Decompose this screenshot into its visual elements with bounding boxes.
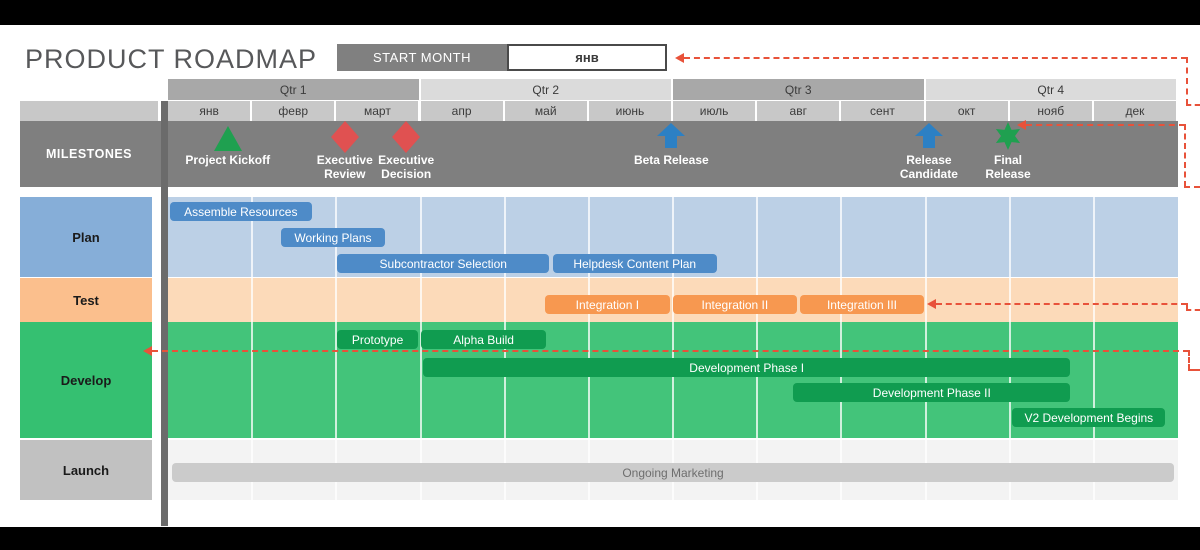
task-bar: Working Plans	[280, 228, 386, 247]
row-label-launch: Launch	[20, 440, 152, 500]
month-cell-дек: дек	[1093, 101, 1177, 121]
row-label-separator	[161, 101, 168, 526]
month-gridline	[251, 197, 254, 500]
task-bar: Assemble Resources	[169, 202, 312, 221]
task-bar: Integration III	[800, 295, 924, 314]
start-month-select[interactable]: янв	[507, 44, 667, 71]
arrow-up-milestone-icon	[914, 123, 944, 148]
milestones-band-label: MILESTONES	[45, 147, 133, 161]
row-label-plan: Plan	[20, 197, 152, 277]
milestones-band	[20, 121, 1178, 187]
month-cell-нояб: нояб	[1009, 101, 1092, 121]
month-cell-апр: апр	[420, 101, 503, 121]
quarter-cell-4: Qtr 4	[925, 79, 1176, 100]
row-label-test: Test	[20, 278, 152, 322]
month-gridline	[756, 197, 759, 500]
milestone-label: Beta Release	[633, 153, 709, 167]
month-cell-авг: авг	[757, 101, 840, 121]
month-gridline	[587, 197, 590, 500]
month-gridline	[335, 197, 338, 500]
task-bar: Alpha Build	[421, 330, 546, 349]
diamond-milestone-icon	[391, 120, 421, 154]
month-header-left-cell	[20, 101, 158, 121]
arrow-up-milestone-icon	[656, 123, 686, 148]
task-bar: Helpdesk Content Plan	[552, 254, 717, 273]
row-label-develop: Develop	[20, 322, 152, 438]
month-gridline	[672, 197, 675, 500]
quarter-cell-2: Qtr 2	[420, 79, 671, 100]
month-cell-июнь: июнь	[588, 101, 671, 121]
top-letterbox	[0, 0, 1200, 25]
month-gridline	[1092, 197, 1095, 500]
month-gridline	[840, 197, 843, 500]
month-cell-февр: февр	[252, 101, 335, 121]
star-milestone-icon	[993, 120, 1023, 152]
month-gridline	[1008, 197, 1011, 500]
task-bar: Integration II	[673, 295, 797, 314]
page-title: PRODUCT ROADMAP	[25, 44, 318, 74]
month-cell-июль: июль	[673, 101, 756, 121]
task-bar: V2 Development Begins	[1012, 408, 1166, 427]
bottom-letterbox	[0, 527, 1200, 550]
quarter-cell-3: Qtr 3	[673, 79, 924, 100]
month-gridline	[924, 197, 927, 500]
month-cell-март: март	[336, 101, 419, 121]
milestone-label: Project Kickoff	[185, 153, 271, 167]
task-bar: Subcontractor Selection	[337, 254, 550, 273]
month-cell-янв: янв	[168, 101, 251, 121]
task-bar: Development Phase I	[423, 358, 1071, 377]
task-bar: Integration I	[545, 295, 670, 314]
triangle-milestone-icon	[213, 125, 243, 152]
month-gridline	[419, 197, 422, 500]
month-cell-сент: сент	[841, 101, 924, 121]
task-bar: Prototype	[337, 330, 418, 349]
quarter-cell-1: Qtr 1	[168, 79, 419, 100]
task-bar: Ongoing Marketing	[172, 463, 1174, 482]
diamond-milestone-icon	[330, 120, 360, 154]
month-cell-май: май	[504, 101, 587, 121]
task-bar: Development Phase II	[793, 383, 1071, 402]
start-month-label: START MONTH	[337, 44, 507, 71]
month-cell-окт: окт	[925, 101, 1008, 121]
